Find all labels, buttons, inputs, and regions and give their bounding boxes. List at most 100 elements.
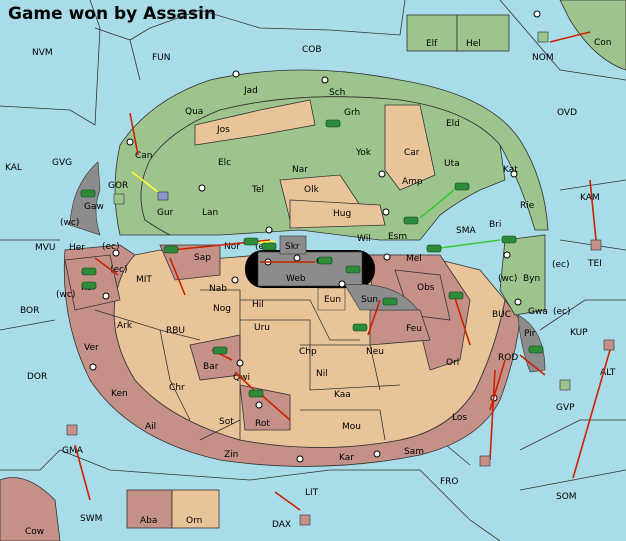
label-orn: Orn: [186, 516, 202, 526]
label-uta: Uta: [444, 159, 460, 169]
label-ver: Ver: [84, 343, 99, 353]
label-rie: Rie: [520, 201, 535, 211]
label-tel: Tel: [251, 185, 264, 195]
label-mou: Mou: [342, 422, 361, 432]
label-cob: COB: [302, 45, 322, 55]
coast-tag: (ec): [552, 260, 570, 270]
label-uru: Uru: [254, 323, 270, 333]
label-chp: Chp: [299, 347, 317, 357]
label-nog: Nog: [213, 304, 231, 314]
label-her: Her: [69, 243, 85, 253]
label-kal: KAL: [5, 163, 22, 173]
label-mel: Mel: [406, 254, 422, 264]
label-byn: Byn: [523, 274, 540, 284]
label-gvp: GVP: [556, 403, 575, 413]
label-nom: NOM: [532, 53, 554, 63]
label-esm: Esm: [388, 232, 407, 242]
impassable-center: [69, 161, 546, 373]
label-feu: Feu: [406, 324, 422, 334]
label-sap: Sap: [194, 253, 211, 263]
label-ken: Ken: [111, 389, 128, 399]
label-con: Con: [594, 38, 612, 48]
label-hel: Hel: [466, 39, 481, 49]
label-som: SOM: [556, 492, 577, 502]
label-bar: Bar: [203, 362, 219, 372]
label-skr: Skr: [285, 242, 300, 252]
sea-labels: NVM FUN COB Con NOM OVD KAL GVG KAM TEI …: [5, 38, 616, 537]
label-gor: GOR: [108, 181, 128, 191]
label-nil: Nil: [316, 369, 328, 379]
label-alt: ALT: [600, 368, 616, 378]
label-buc: BUC: [492, 310, 511, 320]
label-qua: Qua: [185, 107, 203, 117]
label-bor: BOR: [20, 306, 39, 316]
label-bri: Bri: [489, 220, 501, 230]
label-mit: MIT: [136, 275, 152, 285]
label-nar: Nar: [292, 165, 308, 175]
label-dor: DOR: [27, 372, 47, 382]
label-gma: GMA: [62, 446, 84, 456]
coast-tag: (ec): [102, 242, 120, 252]
label-cow: Cow: [25, 527, 44, 537]
label-obs: Obs: [417, 283, 435, 293]
label-car: Car: [404, 148, 420, 158]
label-eun: Eun: [324, 295, 341, 305]
label-mvu: MVU: [35, 243, 56, 253]
label-lit: LIT: [305, 488, 319, 498]
order-arrows: [74, 31, 611, 511]
label-ail: Ail: [145, 422, 156, 432]
label-los: Los: [452, 413, 467, 423]
green-land-labels: Elf Hel Jad Sch Grh Qua Jos Eld Can Elc …: [84, 39, 540, 284]
label-neu: Neu: [366, 347, 384, 357]
supply-centers: [89, 10, 541, 463]
label-eld: Eld: [446, 119, 460, 129]
label-jos: Jos: [216, 125, 230, 135]
label-kar: Kar: [339, 453, 354, 463]
label-ovd: OVD: [557, 108, 577, 118]
label-kaa: Kaa: [334, 390, 351, 400]
label-fun: FUN: [152, 53, 171, 63]
label-can: Can: [135, 151, 153, 161]
label-rot: Rot: [255, 419, 270, 429]
coast-tag: (wc): [498, 274, 517, 284]
label-wil: Wil: [357, 234, 371, 244]
label-swm: SWM: [80, 514, 102, 524]
label-hug: Hug: [333, 209, 351, 219]
label-aba: Aba: [140, 516, 157, 526]
label-sot: Sot: [219, 417, 234, 427]
label-tei: TEI: [587, 259, 602, 269]
coast-tag: (ec): [553, 307, 571, 317]
label-olk: Olk: [304, 185, 320, 195]
label-elc: Elc: [218, 158, 231, 168]
label-jad: Jad: [243, 86, 258, 96]
coast-tag: (ec): [110, 265, 128, 275]
label-pir: Pir: [524, 329, 536, 339]
label-chr: Chr: [169, 383, 185, 393]
label-sch: Sch: [329, 88, 345, 98]
coast-tag: (wc): [60, 218, 79, 228]
label-hil: Hil: [252, 300, 264, 310]
label-gvg: GVG: [52, 158, 72, 168]
label-gur: Gur: [157, 208, 174, 218]
units: [66, 31, 615, 526]
label-kam: KAM: [580, 193, 600, 203]
label-dax: DAX: [272, 520, 291, 530]
label-rod: ROD: [498, 353, 518, 363]
label-gwa: Gwa: [528, 307, 548, 317]
label-sun: Sun: [361, 295, 378, 305]
label-amp: Amp: [402, 177, 423, 187]
label-nor: Nor: [224, 242, 240, 252]
label-zin: Zin: [224, 450, 238, 460]
label-rbu: RBU: [166, 326, 185, 336]
label-orl: Orl: [446, 358, 459, 368]
label-gaw: Gaw: [84, 202, 104, 212]
label-yok: Yok: [355, 148, 372, 158]
label-fro: FRO: [440, 477, 459, 487]
label-grh: Grh: [344, 108, 360, 118]
label-ark: Ark: [117, 321, 133, 331]
label-web: Web: [286, 274, 306, 284]
coast-tag: (wc): [56, 290, 75, 300]
label-kat: Kat: [503, 165, 518, 175]
